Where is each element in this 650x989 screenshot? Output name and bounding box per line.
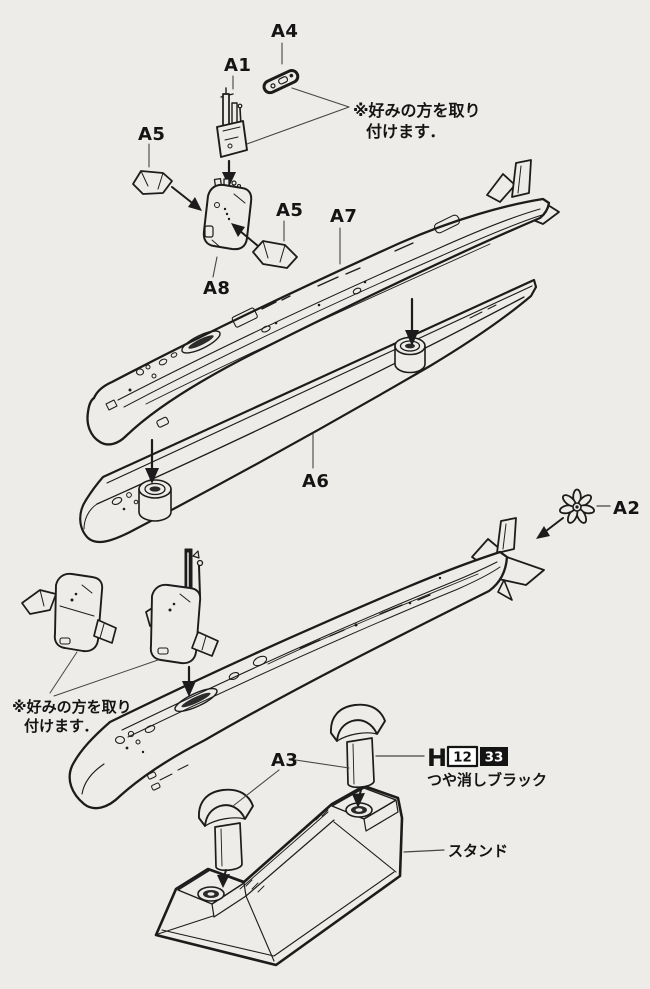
cradle-right [330,703,386,808]
note-bottom: ※好みの方を取り 付けます． [12,651,159,735]
paint-code-right: 33 [485,750,504,766]
arrow-sail-to-hull [182,665,196,697]
mount-boss-bow [138,479,172,522]
arrow-cradle-left [217,869,230,888]
note-top-line2: 付けます． [366,122,445,141]
stand-hole-left [197,886,225,902]
label-a7: A7 [330,206,357,227]
sail-option-plain [21,572,117,653]
paint-code-box-black [480,747,508,766]
note-top-line1: ※好みの方を取り [353,101,481,120]
arrow-a2-to-stern [536,517,564,539]
sail-option-periscopes [145,548,219,697]
paint-callout: H 12 33 つや消しブラック [375,744,547,789]
note-top: ※好みの方を取り 付けます． [221,87,481,154]
paint-code-box-white [446,745,479,768]
cradle-left [198,788,254,888]
label-a5-right: A5 [276,200,303,221]
propeller-a2: A2 [536,488,640,539]
label-a2: A2 [613,498,640,519]
sail-slot-a7 [181,330,221,354]
label-a4: A4 [271,21,298,42]
upper-hull-a7: A7 [86,159,560,446]
sail-slot-hull [174,687,218,713]
note-bottom-line2: 付けます． [24,717,98,735]
cradles-a3: A3 [198,703,386,888]
part-a4-fairing: A4 [262,21,300,95]
part-a1-periscopes: A1 [216,55,251,187]
label-a5-left: A5 [138,124,165,145]
assembled-submarine [68,517,545,810]
fin-a5-right: A5 [231,200,303,269]
arrow-a5-right-to-a8 [231,223,259,247]
arrow-cradle-right [352,789,365,808]
mount-boss-stern [394,336,426,374]
label-a8: A8 [203,278,230,299]
display-stand: スタンド [154,784,508,967]
paint-name: つや消しブラック [427,771,547,789]
lower-hull-a6: A6 [79,278,538,544]
paint-code-left: 12 [453,750,472,766]
fin-a5-left: A5 [132,124,202,211]
arrow-into-boss-stern [405,297,419,346]
note-bottom-line1: ※好みの方を取り [12,698,132,716]
paint-prefix: H [427,744,447,772]
label-a1: A1 [224,55,251,76]
label-a3: A3 [271,750,298,771]
sail-a8: A8 [202,177,253,299]
arrow-into-boss-bow [145,438,159,484]
label-a6: A6 [302,471,329,492]
arrow-a5-left-to-a8 [171,186,202,211]
label-stand: スタンド [448,842,508,860]
